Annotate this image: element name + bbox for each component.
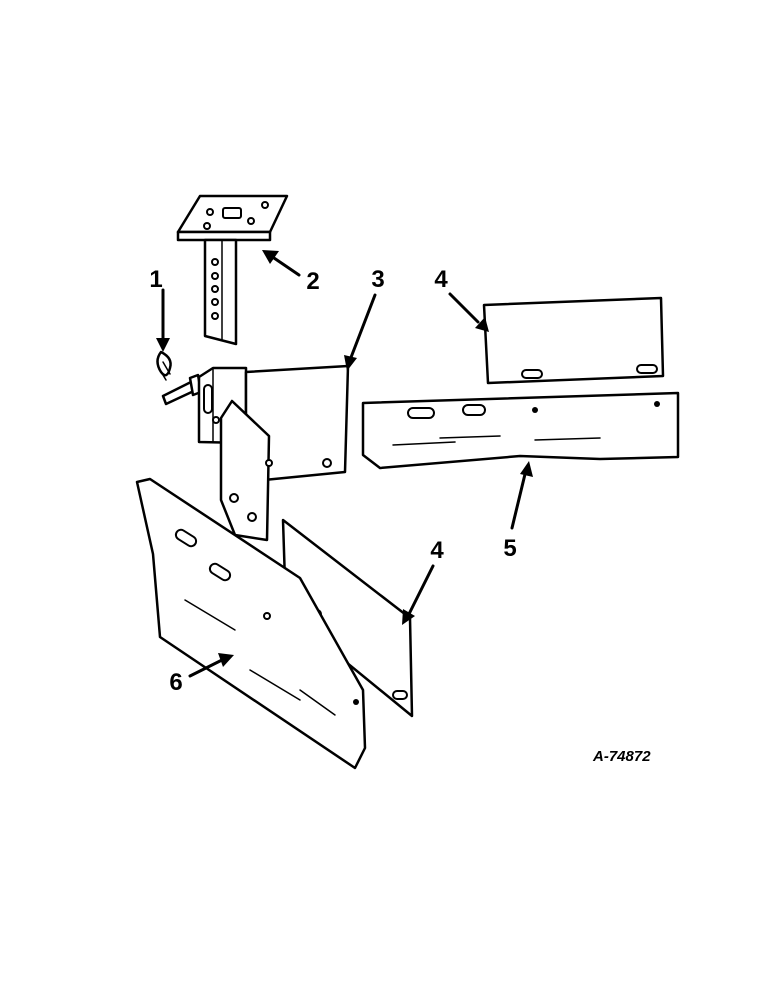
arrowhead-1 bbox=[156, 338, 170, 352]
callout-1: 1 bbox=[149, 266, 162, 293]
part-3-mounting-bracket bbox=[197, 364, 350, 542]
callout-6: 6 bbox=[169, 669, 182, 696]
arrowhead-3 bbox=[344, 355, 357, 371]
arrowhead-5 bbox=[520, 461, 533, 477]
arrowhead-4a bbox=[475, 317, 489, 332]
callout-2: 2 bbox=[306, 268, 319, 295]
leader-4b bbox=[407, 564, 435, 616]
part-1-pin-and-clip bbox=[156, 350, 203, 406]
arrowhead-2 bbox=[262, 250, 279, 264]
leader-3 bbox=[348, 293, 377, 362]
callout-4-lower: 4 bbox=[430, 537, 444, 564]
leader-5 bbox=[510, 468, 528, 530]
arrowhead-4b bbox=[402, 609, 415, 625]
leader-4a bbox=[448, 292, 480, 324]
drawing-number: A-74872 bbox=[592, 748, 651, 765]
arrowhead-6 bbox=[218, 653, 234, 667]
part-5-blade bbox=[361, 391, 680, 470]
callout-leaders bbox=[156, 250, 533, 678]
leader-6 bbox=[188, 658, 224, 678]
callout-4-upper: 4 bbox=[434, 266, 448, 293]
part-6-side-blade bbox=[135, 477, 367, 770]
part-4-upper-shield bbox=[482, 296, 665, 385]
part-2-bracket-post bbox=[176, 194, 289, 346]
leader-2 bbox=[272, 256, 301, 277]
callout-3: 3 bbox=[371, 266, 384, 293]
callout-5: 5 bbox=[503, 535, 516, 562]
callout-labels: 1 2 3 4 4 5 6 bbox=[149, 266, 516, 696]
